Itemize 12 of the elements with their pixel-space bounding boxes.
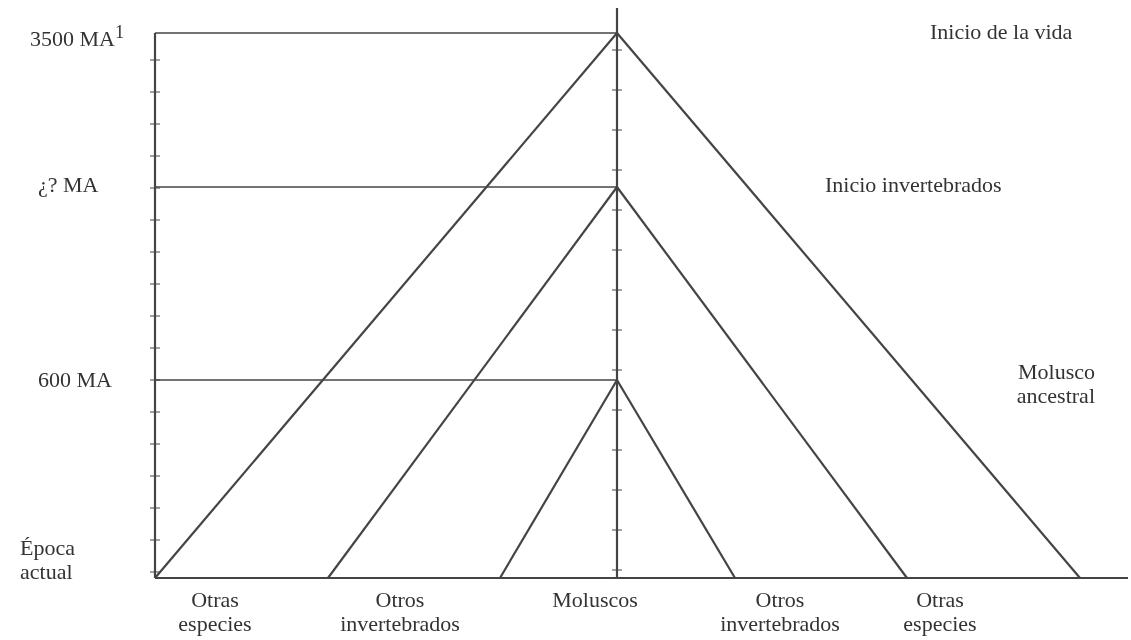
time-label: ¿? MA: [38, 173, 100, 197]
group-label: Otros invertebrados: [340, 588, 460, 636]
time-label: Época actual: [20, 536, 76, 584]
time-label: 3500 MA$^{1}$: [30, 21, 126, 52]
event-label: Inicio de la vida: [930, 20, 1074, 44]
event-label: Inicio invertebrados: [825, 173, 1003, 197]
group-label: Otros invertebrados: [719, 588, 841, 636]
event-label: Molusco ancestral: [1015, 360, 1095, 408]
group-label: Otras especies: [902, 588, 978, 636]
group-label: Moluscos: [551, 588, 639, 612]
group-label: Otras especies: [177, 588, 253, 636]
time-label: 600 MA: [38, 368, 113, 392]
